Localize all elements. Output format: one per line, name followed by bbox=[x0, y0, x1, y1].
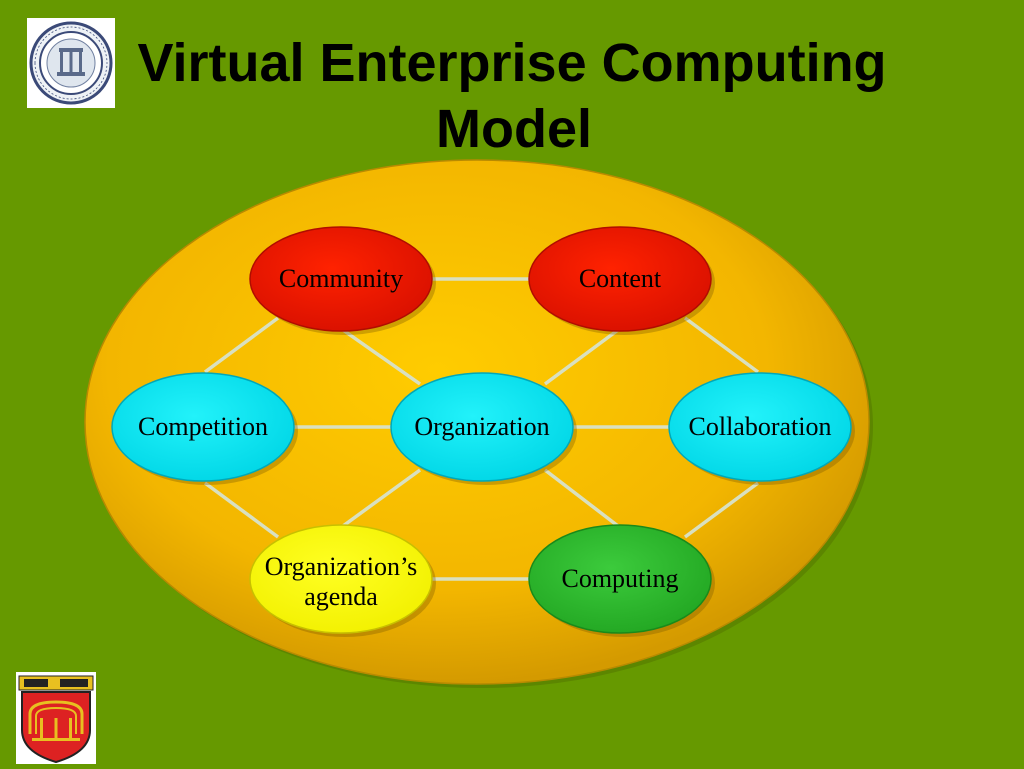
state-seal-icon bbox=[27, 18, 115, 108]
node-label-organization: Organization bbox=[414, 412, 550, 441]
node-computing bbox=[528, 524, 715, 637]
node-collaboration bbox=[668, 372, 855, 485]
connector-lines bbox=[203, 277, 760, 581]
slide-title: Virtual Enterprise Computing Model bbox=[0, 28, 1024, 164]
connector-community-competition bbox=[203, 316, 280, 374]
connector-content-collaboration bbox=[683, 316, 760, 374]
node-label-collaboration: Collaboration bbox=[688, 412, 832, 441]
node-label-community: Community bbox=[278, 264, 404, 293]
arch-crest-icon bbox=[16, 672, 96, 764]
node-content bbox=[528, 226, 715, 335]
connector-organization-computing bbox=[543, 468, 620, 528]
node-organizations-agenda bbox=[249, 524, 436, 637]
node-label-computing: Computing bbox=[561, 564, 679, 593]
connector-competition-agenda bbox=[203, 481, 280, 539]
connector-content-organization bbox=[543, 328, 620, 386]
connector-community-organization bbox=[341, 328, 422, 386]
connector-collaboration-computing bbox=[683, 481, 760, 539]
slide-title-line-1: Virtual Enterprise Computing bbox=[137, 33, 887, 93]
node-label-agenda-line-1: Organization’s bbox=[264, 552, 418, 581]
node-organization bbox=[390, 372, 577, 485]
node-competition bbox=[111, 372, 298, 485]
slide-title-line-2: Model bbox=[436, 99, 592, 159]
connector-organization-agenda bbox=[341, 468, 422, 528]
node-label-content: Content bbox=[578, 264, 662, 293]
node-community bbox=[249, 226, 436, 335]
node-label-agenda-line-2: agenda bbox=[304, 582, 378, 611]
node-label-competition: Competition bbox=[138, 412, 268, 441]
node-label-organizations-agenda: Organization’s agenda bbox=[250, 542, 432, 622]
